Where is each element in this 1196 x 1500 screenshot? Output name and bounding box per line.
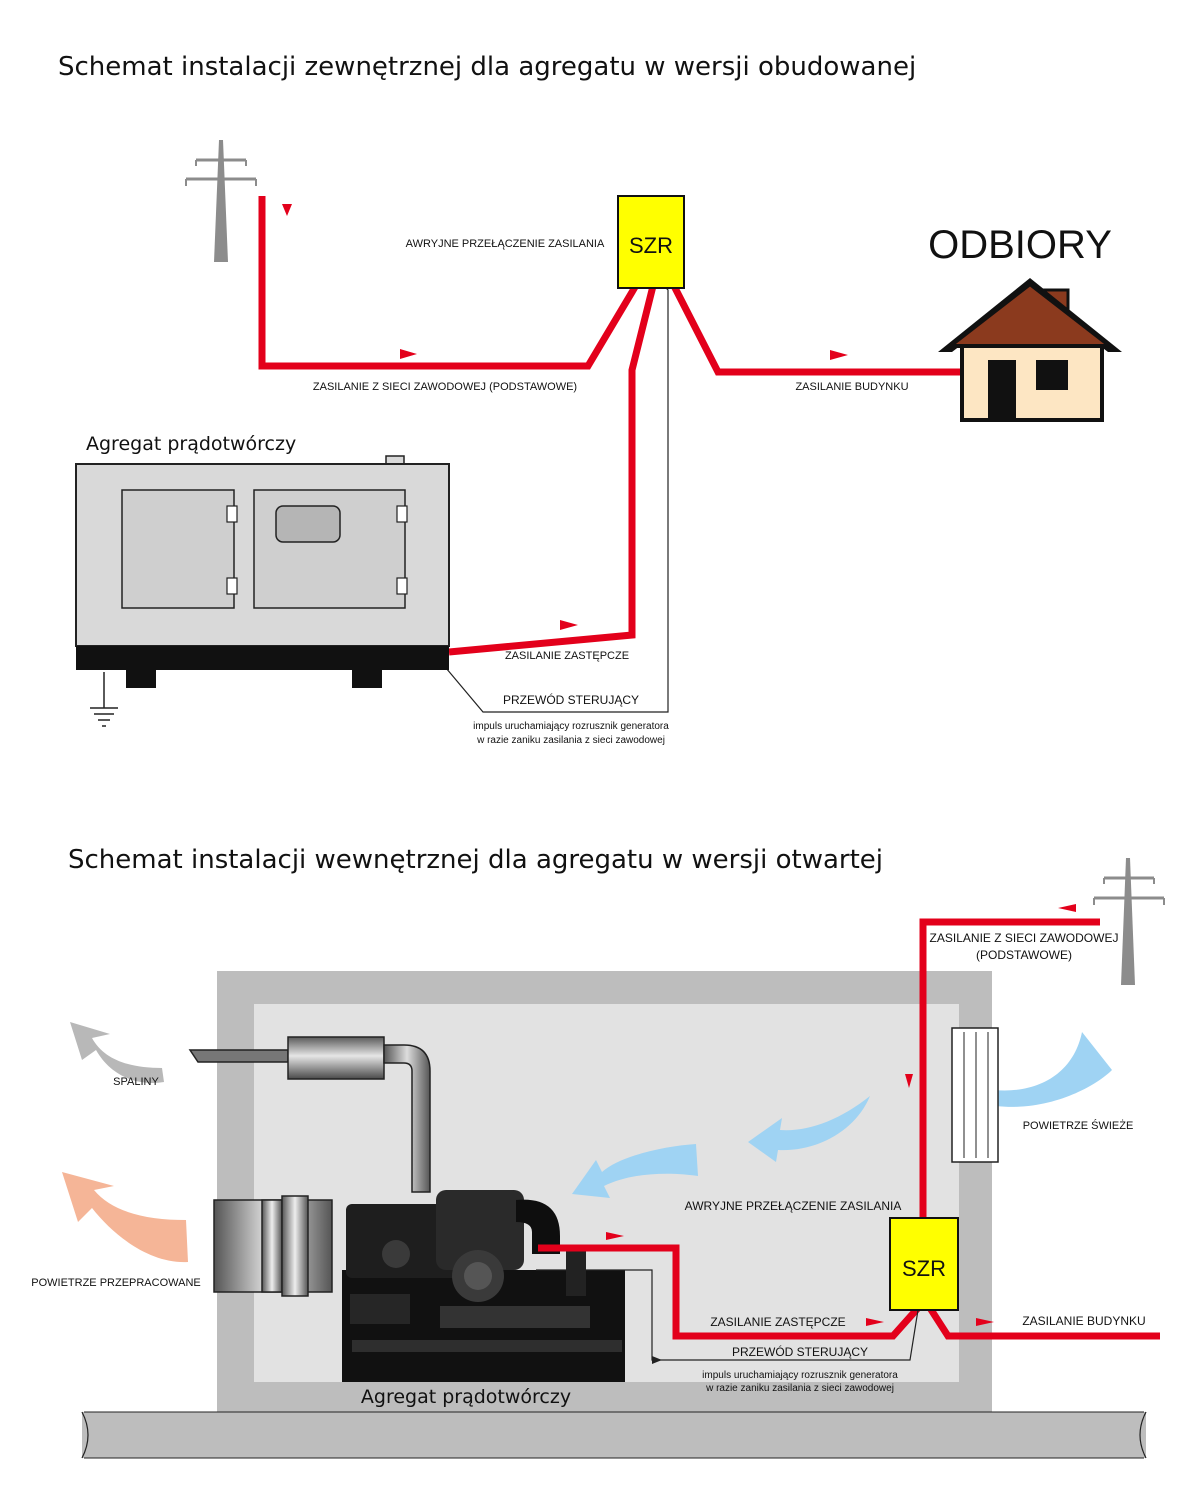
pylon-icon-bottom	[1093, 858, 1165, 985]
pylon-icon	[185, 140, 257, 262]
bottom-szr-box	[889, 1217, 959, 1311]
house-icon	[938, 278, 1122, 422]
top-grid-supply-label: ZASILANIE Z SIECI ZAWODOWEJ (PODSTAWOWE)	[313, 381, 577, 393]
top-flow-arrows	[282, 204, 848, 630]
bottom-building-supply-label: ZASILANIE BUDYNKU	[1022, 1314, 1145, 1328]
top-szr-label: SZR	[629, 233, 673, 258]
top-generator-title: Agregat prądotwórczy	[86, 433, 296, 455]
control-wire-arrowhead	[652, 1356, 662, 1364]
top-backup-supply-label: ZASILANIE ZASTĘPCZE	[505, 650, 629, 662]
floor-slab	[81, 1411, 1147, 1459]
fresh-air-label: POWIETRZE ŚWIEŻE	[1023, 1119, 1134, 1132]
used-air-label: POWIETRZE PRZEPRACOWANE	[31, 1277, 201, 1289]
bottom-title: Schemat instalacji wewnętrznej dla agreg…	[68, 845, 883, 875]
top-impulse-line1: impuls uruchamiający rozrusznik generato…	[473, 721, 669, 732]
bottom-control-wire-label: PRZEWÓD STERUJĄCY	[732, 1344, 868, 1359]
top-power-lines	[258, 196, 962, 656]
bottom-grid-supply-line2: (PODSTAWOWE)	[976, 948, 1072, 962]
exhaust-pipe	[188, 1036, 431, 1193]
fresh-air-arrow-inner-2	[572, 1144, 698, 1198]
generator-enclosure	[75, 455, 450, 688]
top-szr-caption: AWRYJNE PRZEŁĄCZENIE ZASILANIA	[406, 238, 605, 250]
fresh-air-arrow-inner-1	[748, 1096, 870, 1162]
bottom-power-lines	[538, 918, 1160, 1340]
exhaust-arrow	[70, 1022, 164, 1083]
top-building-supply-label: ZASILANIE BUDYNKU	[795, 381, 908, 393]
bottom-szr-label: SZR	[902, 1256, 946, 1281]
top-impulse-line2: w razie zaniku zasilania z sieci zawodow…	[476, 735, 665, 746]
bottom-backup-supply-label: ZASILANIE ZASTĘPCZE	[710, 1315, 845, 1329]
exhaust-label: SPALINY	[113, 1076, 159, 1088]
top-szr-box	[617, 195, 685, 289]
bottom-impulse-line2: w razie zaniku zasilania z sieci zawodow…	[705, 1383, 894, 1394]
bottom-grid-supply-line1: ZASILANIE Z SIECI ZAWODOWEJ	[930, 931, 1119, 945]
bottom-impulse-line1: impuls uruchamiający rozrusznik generato…	[702, 1370, 898, 1381]
air-intake-louver	[951, 1027, 999, 1163]
odbiory-label: ODBIORY	[928, 223, 1112, 267]
radiator	[213, 1195, 333, 1297]
bottom-flow-arrows	[606, 904, 1076, 1326]
top-title: Schemat instalacji zewnętrznej dla agreg…	[58, 52, 916, 82]
bottom-generator-title: Agregat prądotwórczy	[361, 1386, 571, 1408]
bottom-szr-caption: AWRYJNE PRZEŁĄCZENIE ZASILANIA	[685, 1199, 902, 1213]
used-air-arrow	[62, 1172, 188, 1263]
open-generator-engine	[342, 1190, 625, 1382]
fresh-air-arrow-outside	[970, 1032, 1112, 1124]
ground-icon	[90, 672, 118, 727]
top-control-wire-label: PRZEWÓD STERUJĄCY	[503, 692, 639, 707]
